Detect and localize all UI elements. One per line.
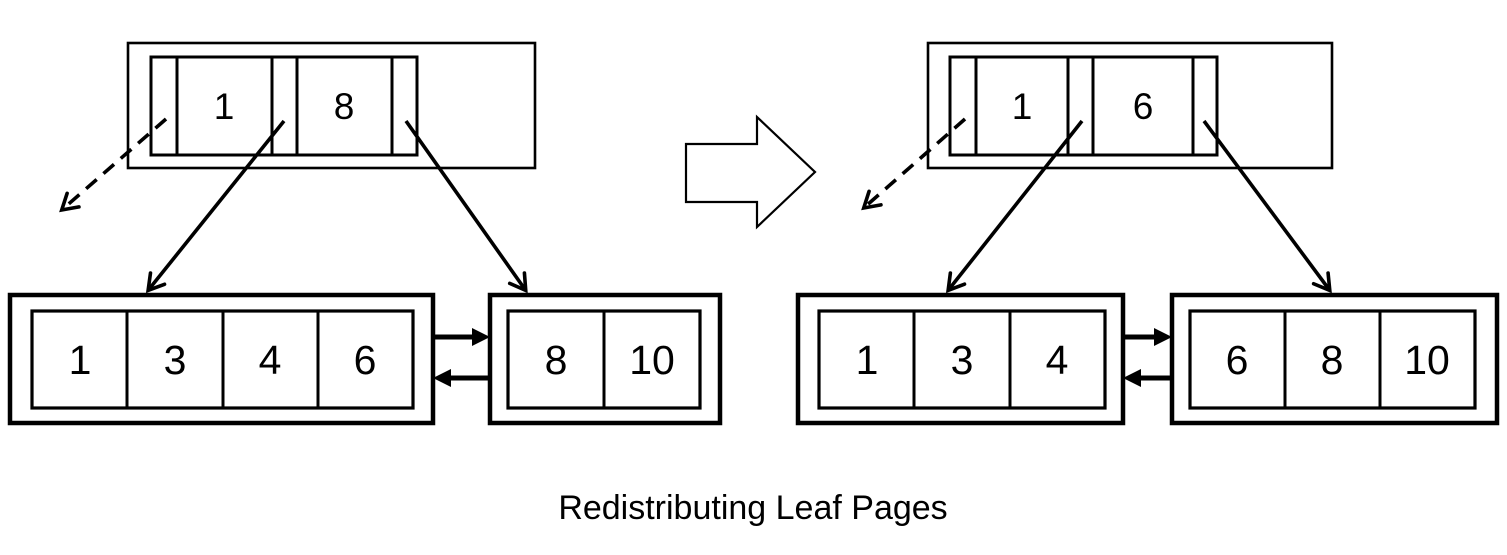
before-child-pointer-arrow-right-icon [404,119,528,294]
right-block-arrow-icon [684,114,817,230]
after-leaf-page-left: 1 3 4 [795,292,1126,426]
after-leaf-right-key: 6 [1226,337,1249,383]
after-leaf-left-key: 3 [951,337,974,383]
before-diagram: 1 8 1 3 4 6 8 10 [7,41,723,426]
before-leaf-left-key: 3 [164,337,187,383]
after-leaf-right-key: 8 [1321,337,1344,383]
after-root-record-box [948,55,1219,157]
before-leaf-page-right: 8 10 [487,292,723,426]
after-child-pointer-arrow-left-icon [945,119,1084,294]
after-leaf-right-record-box [1188,309,1477,410]
before-root-key: 1 [214,86,235,127]
before-leaf-left-key: 4 [259,337,282,383]
after-root-key: 1 [1012,86,1033,127]
after-child-pointer-arrow-right-icon [1202,119,1332,294]
before-root-record-box [149,55,419,157]
before-child-pointer-arrow-left-icon [145,119,286,294]
after-leaf-left-record-box [817,309,1107,410]
caption: Redistributing Leaf Pages [558,489,947,527]
after-root-node: 1 6 [926,41,1334,170]
after-leaf-left-key: 1 [856,337,879,383]
before-leaf-page-left: 1 3 4 6 [7,292,436,426]
before-leaf-left-key: 1 [69,337,92,383]
before-root-node: 1 8 [126,41,537,170]
after-leaf-right-key: 10 [1404,337,1450,383]
before-leaf-right-key: 8 [545,337,568,383]
after-diagram: 1 6 1 3 4 6 8 10 [795,41,1500,426]
before-leaf-right-key: 10 [629,337,675,383]
before-leaf-left-key: 6 [354,337,377,383]
after-leaf-left-key: 4 [1046,337,1069,383]
after-leaf-page-right: 6 8 10 [1169,292,1500,426]
before-root-key: 8 [334,86,355,127]
after-root-key: 6 [1133,86,1154,127]
